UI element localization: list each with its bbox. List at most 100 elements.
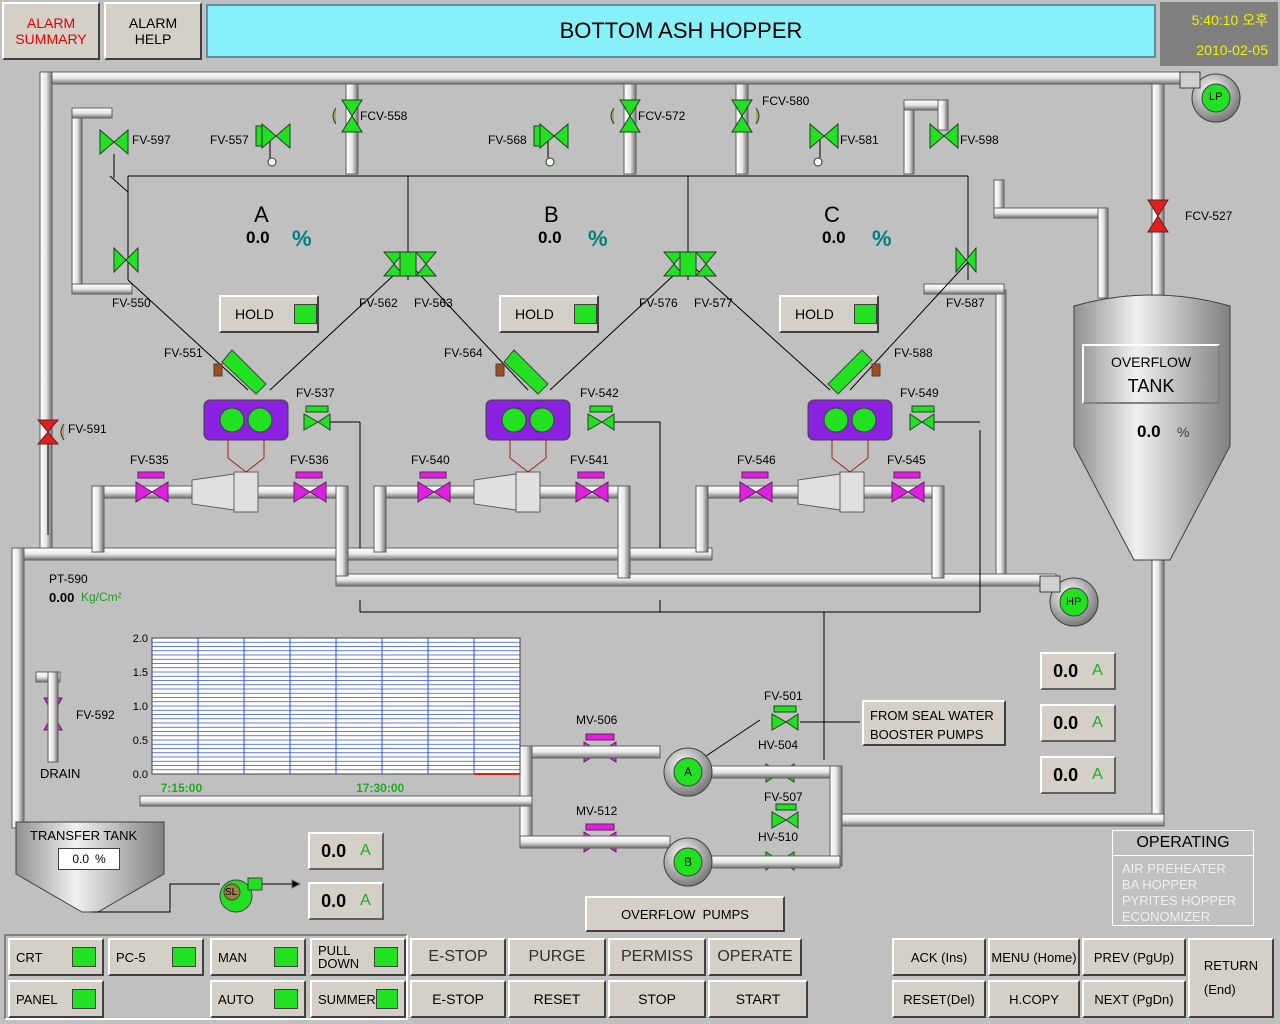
amp-4-unit: A	[360, 842, 371, 859]
valve-hv510[interactable]: HV-510	[758, 830, 799, 844]
valve-fv536[interactable]: FV-536	[290, 453, 329, 467]
pump-sl-label[interactable]: SL	[225, 887, 238, 898]
hopper-gates	[213, 349, 881, 395]
valve-fcv572[interactable]: FCV-572	[638, 109, 686, 123]
operating-panel: OPERATING AIR PREHEATER BA HOPPER PYRITE…	[1112, 830, 1254, 926]
valve-fv568[interactable]: FV-568	[488, 133, 527, 147]
valve-fv576[interactable]: FV-576	[639, 296, 678, 310]
return-button[interactable]: RETURN (End)	[1188, 938, 1274, 1018]
pc5-button[interactable]: PC-5	[108, 938, 204, 976]
drain-pipe	[35, 671, 61, 763]
valve-fv557[interactable]: FV-557	[210, 133, 249, 147]
valve-fv591[interactable]: FV-591	[68, 422, 107, 436]
red-valves	[36, 199, 1169, 445]
valve-fv546[interactable]: FV-546	[737, 453, 776, 467]
valve-fv542[interactable]: FV-542	[580, 386, 619, 400]
man-indicator	[274, 947, 298, 967]
drain-label: DRAIN	[40, 766, 81, 781]
pull-down-button[interactable]: PULL DOWN	[310, 938, 406, 976]
hold-c-label: HOLD	[795, 306, 834, 322]
valve-fv588[interactable]: FV-588	[894, 346, 933, 360]
menu-button[interactable]: MENU (Home)	[988, 938, 1080, 976]
valve-fv549[interactable]: FV-549	[900, 386, 939, 400]
panel-label: PANEL	[16, 991, 58, 1007]
valve-fv501[interactable]: FV-501	[764, 689, 803, 703]
pressure-unit: Kg/Cm²	[81, 590, 122, 604]
valve-mv512[interactable]: MV-512	[576, 804, 618, 818]
reset-button[interactable]: RESET	[508, 980, 606, 1018]
valve-fv592[interactable]: FV-592	[76, 708, 115, 722]
stop-button[interactable]: STOP	[608, 980, 706, 1018]
pump-hp-label[interactable]: HP	[1066, 596, 1082, 608]
hold-button-a[interactable]: HOLD	[219, 295, 319, 333]
reset-del-button[interactable]: RESET(Del)	[892, 980, 986, 1018]
valve-hv504[interactable]: HV-504	[758, 738, 799, 752]
alarm-help-button[interactable]: ALARM HELP	[104, 2, 202, 60]
valve-fv564[interactable]: FV-564	[444, 346, 483, 360]
valve-fv597[interactable]: FV-597	[132, 133, 171, 147]
valve-fv577[interactable]: FV-577	[694, 296, 733, 310]
hold-c-indicator	[853, 304, 877, 324]
summer-button[interactable]: SUMMER	[310, 980, 406, 1018]
operating-item-4: ECONOMIZER	[1122, 909, 1211, 924]
ack-button[interactable]: ACK (Ins)	[892, 938, 986, 976]
chart-ytick-label: 0.0	[133, 769, 148, 781]
auto-label: AUTO	[218, 991, 254, 1007]
amp-display-5: 0.0 A	[308, 882, 384, 920]
overflow-label-2: TANK	[1127, 376, 1175, 396]
valve-fv563[interactable]: FV-563	[414, 296, 453, 310]
valve-fv541[interactable]: FV-541	[570, 453, 609, 467]
valve-fv551[interactable]: FV-551	[164, 346, 203, 360]
pumps	[219, 71, 1241, 913]
valve-fv598[interactable]: FV-598	[960, 133, 999, 147]
pump-b-label[interactable]: B	[684, 855, 693, 869]
crt-indicator	[72, 947, 96, 967]
panel-button[interactable]: PANEL	[8, 980, 104, 1018]
chart-ytick-label: 1.5	[133, 667, 148, 679]
hold-button-c[interactable]: HOLD	[779, 295, 879, 333]
clinker-crushers	[203, 399, 893, 441]
pump-lp-label[interactable]: LP	[1209, 91, 1223, 103]
amp-3-unit: A	[1092, 766, 1103, 783]
amp-5-value: 0.0	[321, 890, 347, 911]
crt-button[interactable]: CRT	[8, 938, 104, 976]
time-display: 5:40:10 오후	[1191, 12, 1268, 28]
pc5-indicator	[172, 947, 196, 967]
start-button[interactable]: START	[708, 980, 808, 1018]
process-diagram	[11, 71, 1241, 913]
valve-fv562[interactable]: FV-562	[359, 296, 398, 310]
hcopy-button[interactable]: H.COPY	[988, 980, 1080, 1018]
hold-button-b[interactable]: HOLD	[499, 295, 599, 333]
valve-mv506[interactable]: MV-506	[576, 713, 618, 727]
alarm-summary-button[interactable]: ALARM SUMMARY	[2, 2, 100, 60]
estop-button[interactable]: E-STOP	[410, 980, 506, 1018]
valve-fv535[interactable]: FV-535	[130, 453, 169, 467]
hopper-c-unit: %	[872, 226, 892, 251]
transfer-tank-label: TRANSFER TANK	[30, 828, 138, 843]
valve-fcv558[interactable]: FCV-558	[360, 109, 408, 123]
valve-fv581[interactable]: FV-581	[840, 133, 879, 147]
chart-xtick-label: 7:15:00	[161, 781, 203, 795]
valve-fv540[interactable]: FV-540	[411, 453, 450, 467]
valve-fv507[interactable]: FV-507	[764, 790, 803, 804]
valve-fv550[interactable]: FV-550	[112, 296, 151, 310]
auto-indicator	[274, 989, 298, 1009]
hopper-b-value: 0.0	[538, 228, 562, 247]
next-button[interactable]: NEXT (PgDn)	[1082, 980, 1186, 1018]
man-button[interactable]: MAN	[210, 938, 306, 976]
hold-b-label: HOLD	[515, 306, 554, 322]
pump-a-label[interactable]: A	[684, 765, 693, 779]
auto-button[interactable]: AUTO	[210, 980, 306, 1018]
valve-fcv527[interactable]: FCV-527	[1185, 209, 1233, 223]
valve-fcv580[interactable]: FCV-580	[762, 94, 810, 108]
valve-fv537[interactable]: FV-537	[296, 386, 335, 400]
amp-5-unit: A	[360, 892, 371, 909]
overflow-label-1: OVERFLOW	[1110, 354, 1192, 370]
mode-panel	[4, 934, 408, 1020]
valve-fv545[interactable]: FV-545	[887, 453, 926, 467]
prev-button[interactable]: PREV (PgUp)	[1082, 938, 1186, 976]
crt-label: CRT	[16, 949, 43, 965]
man-label: MAN	[218, 949, 247, 965]
valve-fv587[interactable]: FV-587	[946, 296, 985, 310]
